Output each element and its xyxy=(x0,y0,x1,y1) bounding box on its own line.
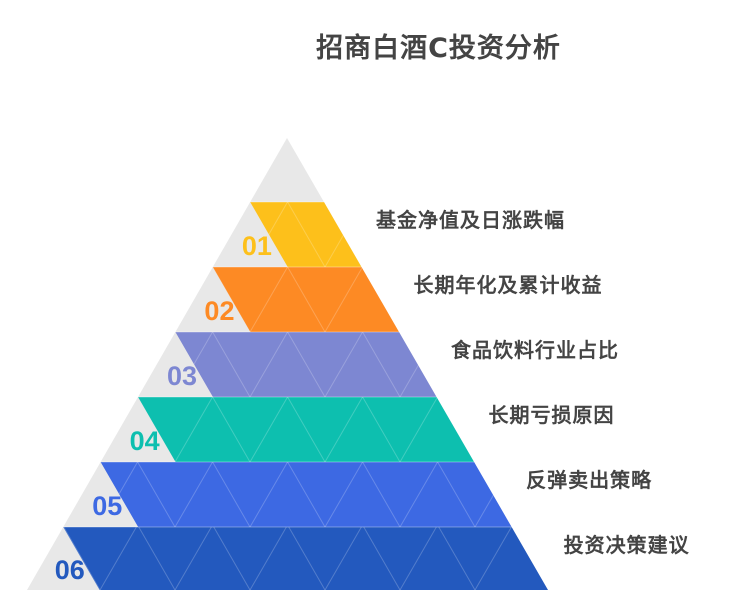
pyramid-level-4 xyxy=(138,396,475,462)
level-label-1: 基金净值及日涨跌幅 xyxy=(375,208,565,232)
level-label-6: 投资决策建议 xyxy=(563,533,690,557)
pyramid-level-6 xyxy=(63,526,548,590)
pyramid-level-1 xyxy=(250,201,362,267)
level-number-1: 01 xyxy=(241,230,272,261)
level-number-5: 05 xyxy=(92,490,123,521)
pyramid-level-3 xyxy=(175,331,437,397)
level-label-4: 长期亏损原因 xyxy=(488,403,615,427)
level-number-2: 02 xyxy=(204,295,235,326)
level-number-4: 04 xyxy=(129,425,160,456)
level-label-2: 长期年化及累计收益 xyxy=(413,273,603,297)
level-number-6: 06 xyxy=(54,554,85,585)
pyramid-level-5 xyxy=(100,461,512,527)
level-label-5: 反弹卖出策略 xyxy=(526,468,653,492)
level-label-3: 食品饮料行业占比 xyxy=(451,338,620,362)
pyramid-level-2 xyxy=(212,266,400,332)
page-title: 招商白酒C投资分析 xyxy=(316,33,561,64)
level-number-3: 03 xyxy=(167,360,198,391)
